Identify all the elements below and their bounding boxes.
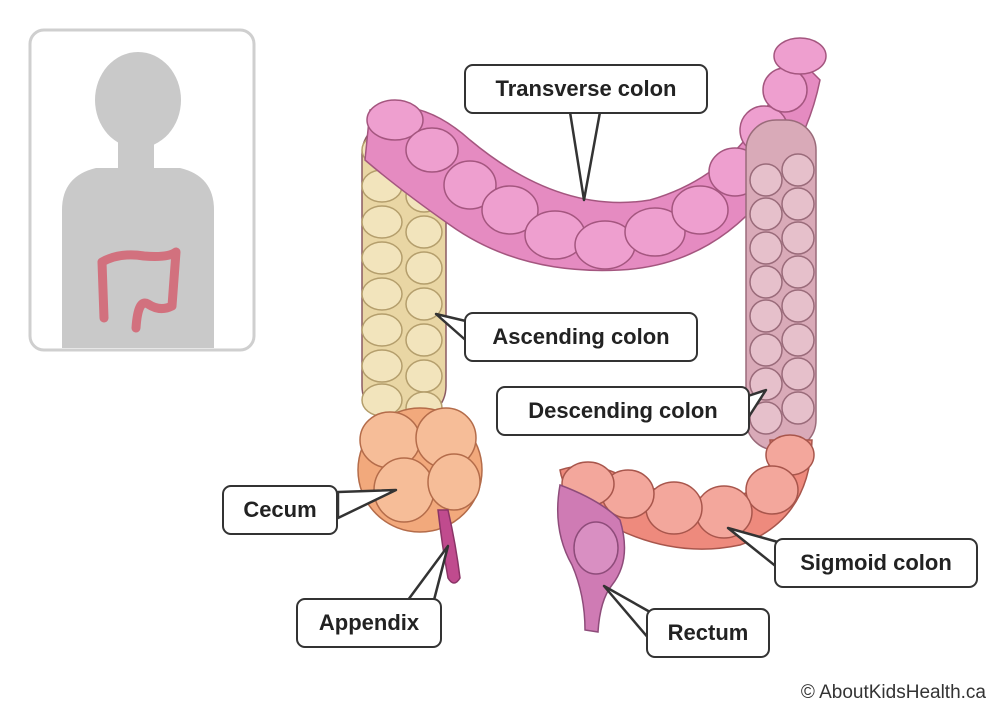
label-transverse-colon: Transverse colon (464, 64, 708, 114)
label-cecum: Cecum (222, 485, 338, 535)
cecum-pointer (336, 488, 398, 520)
sigmoid-pointer (726, 526, 780, 570)
copyright-text: © AboutKidsHealth.ca (801, 682, 987, 703)
rectum (556, 483, 626, 633)
descending-colon (745, 119, 817, 451)
label-sigmoid-colon: Sigmoid colon (774, 538, 978, 588)
cecum (357, 407, 483, 533)
rectum-pointer (602, 584, 652, 642)
leader-lines (336, 110, 780, 642)
label-descending-colon: Descending colon (496, 386, 750, 436)
sigmoid-colon (559, 434, 815, 550)
label-ascending-colon: Ascending colon (464, 312, 698, 362)
inset-panel (28, 28, 256, 352)
label-rectum: Rectum (646, 608, 770, 658)
transverse-colon (364, 37, 827, 272)
label-appendix: Appendix (296, 598, 442, 648)
transverse-pointer (568, 110, 602, 202)
appendix-pointer (406, 544, 450, 602)
colon-illustration (357, 37, 827, 633)
inset-colon-icon (97, 247, 181, 333)
